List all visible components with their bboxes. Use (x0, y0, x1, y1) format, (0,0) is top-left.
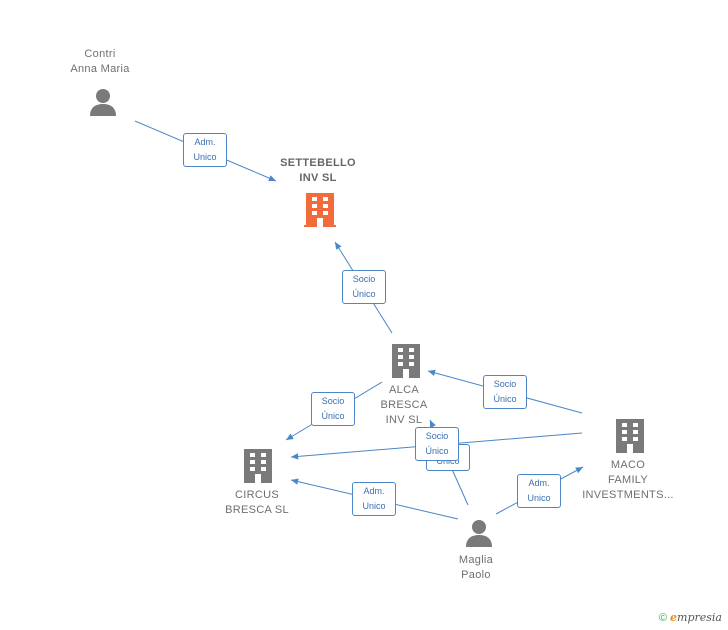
node-name-line: ALCA (389, 384, 419, 396)
building-icon[interactable] (244, 449, 272, 483)
edge-label-line: Socio (493, 379, 517, 389)
copyright-icon: © (658, 612, 668, 624)
edge-label-line: Único (352, 289, 376, 299)
building-icon[interactable] (616, 419, 644, 453)
edge-label-line: Unico (362, 501, 386, 511)
brand-initial: e (670, 611, 678, 624)
node-label-contri[interactable]: Contri Anna Maria (60, 47, 140, 77)
edge-label-maco-alca: Socio Único (483, 375, 527, 409)
node-name-line: Maglia (458, 554, 494, 566)
edge-label-line: Único (493, 394, 517, 404)
node-name-line: INV SL (299, 172, 337, 184)
brand-name: mpresia (677, 611, 722, 624)
edge-label-line: Socio (352, 274, 376, 284)
edge-label-line: Único (425, 446, 449, 456)
edge-label-line: Socio (321, 396, 345, 406)
node-name-line: BRESCA SL (225, 504, 289, 516)
edge-label-maglia-circus: Adm. Unico (352, 482, 396, 516)
node-name-line: BRESCA (380, 399, 428, 411)
node-name-line: MACO (610, 459, 646, 471)
edge-label-line: Adm. (194, 137, 216, 147)
node-label-maglia[interactable]: Maglia Paolo (441, 553, 511, 583)
edge-label-line: Unico (193, 152, 217, 162)
node-label-maco[interactable]: MACO FAMILY INVESTMENTS... (576, 458, 680, 503)
edge-label-maglia-maco: Adm. Unico (517, 474, 561, 508)
edge-label-line: Socio (425, 431, 449, 441)
node-name-line: FAMILY (607, 474, 649, 486)
edge-label-line: Adm. (528, 478, 550, 488)
edge-label-line: Adm. (363, 486, 385, 496)
edge-label-alca-settebello: Socio Único (342, 270, 386, 304)
node-label-settebello[interactable]: SETTEBELLO INV SL (268, 156, 368, 186)
edge-label-maco-circus: Socio Único (415, 427, 459, 461)
building-icon[interactable] (304, 193, 336, 227)
node-name-line: INV SL (385, 414, 423, 426)
node-name-line: Contri (84, 48, 116, 60)
node-label-alca[interactable]: ALCA BRESCA INV SL (364, 383, 444, 428)
node-name-line: Paolo (461, 569, 491, 581)
node-name-line: SETTEBELLO (280, 157, 356, 169)
node-name-line: CIRCUS (235, 489, 279, 501)
edge-label-line: Unico (436, 456, 460, 466)
person-icon[interactable] (90, 89, 116, 116)
brand-logo: ©empresia (659, 611, 722, 624)
edge-label-line: Unico (527, 493, 551, 503)
person-icon[interactable] (466, 520, 492, 547)
building-icon[interactable] (392, 344, 420, 378)
edge-label-alca-circus: Socio Único (311, 392, 355, 426)
edge-label-contri-settebello: Adm. Unico (183, 133, 227, 167)
node-label-circus[interactable]: CIRCUS BRESCA SL (212, 488, 302, 518)
node-name-line: Anna Maria (70, 63, 130, 75)
edge-label-line: Único (321, 411, 345, 421)
node-name-line: INVESTMENTS... (582, 489, 674, 501)
